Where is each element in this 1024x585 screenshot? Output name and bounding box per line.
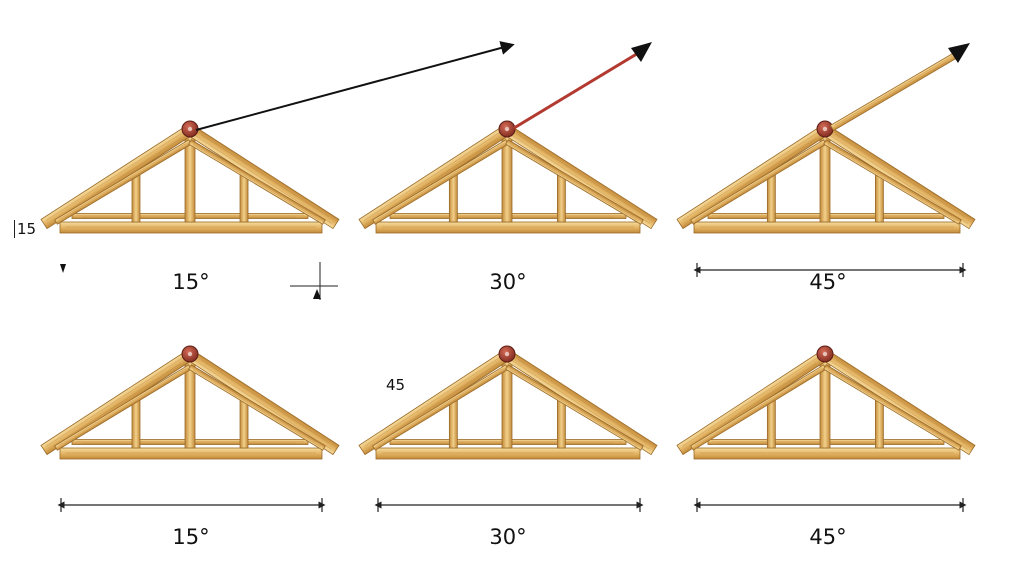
left-rafter	[358, 349, 511, 456]
king-post	[184, 135, 196, 223]
left-inner-rafter	[690, 364, 827, 451]
left-rafter	[40, 349, 194, 456]
angle-label-bottom-1: 15°	[172, 525, 210, 549]
arrow-icon	[195, 41, 515, 131]
small-triangle-marker	[313, 289, 321, 299]
right-inner-rafter	[505, 139, 644, 225]
king-post	[819, 135, 831, 223]
right-inner-rafter	[505, 364, 644, 451]
left-inner-rafter	[372, 364, 509, 451]
bottom-chord	[59, 447, 323, 460]
dimension-layer	[57, 262, 967, 512]
roof-truss	[40, 345, 340, 460]
ridge-bolt	[187, 351, 193, 357]
king-post	[501, 360, 513, 449]
wooden-arrow-icon	[829, 51, 959, 132]
roof-truss	[358, 120, 658, 234]
right-rafter	[186, 349, 340, 456]
ridge-bolt	[504, 351, 510, 357]
bottom-chord	[693, 221, 961, 234]
right-inner-rafter	[188, 364, 326, 451]
king-post	[501, 135, 513, 223]
left-edge-mark: 15	[14, 220, 36, 238]
bottom-chord	[693, 447, 961, 460]
angle-label-bottom-3: 45°	[809, 525, 847, 549]
dimension-line	[693, 263, 967, 277]
arrow-layer	[195, 41, 970, 132]
truss-layer	[40, 120, 976, 460]
dimension-line	[57, 498, 326, 512]
left-inner-rafter	[54, 139, 192, 225]
bottom-chord	[375, 221, 641, 234]
bottom-chord	[375, 447, 641, 460]
arrow-head	[631, 42, 652, 62]
angle-label-top-1: 15°	[172, 270, 210, 294]
roof-truss	[676, 120, 976, 234]
ridge-bolt	[504, 126, 510, 132]
roof-truss	[358, 345, 658, 460]
left-inner-rafter	[372, 139, 509, 225]
roof-truss	[676, 345, 976, 460]
ridge-bolt	[822, 351, 828, 357]
right-rafter	[821, 349, 976, 456]
left-inner-rafter	[54, 364, 192, 451]
arrow-icon	[513, 50, 641, 130]
king-post	[184, 360, 196, 449]
right-inner-rafter	[823, 139, 962, 225]
right-inner-rafter	[188, 139, 326, 225]
ridge-bolt	[187, 126, 193, 132]
angle-label-top-3: 45°	[809, 270, 847, 294]
left-inner-rafter	[690, 139, 827, 225]
small-triangle-marker	[60, 264, 66, 273]
ridge-bolt	[822, 126, 828, 132]
left-rafter	[676, 124, 829, 230]
angle-label-bottom-2: 30°	[489, 525, 527, 549]
floating-45-label: 45	[386, 376, 406, 394]
angle-label-top-2: 30°	[489, 270, 527, 294]
arrow-head	[948, 43, 970, 63]
roof-truss	[40, 120, 340, 234]
king-post	[819, 360, 831, 449]
dimension-line	[693, 498, 967, 512]
bottom-chord	[59, 221, 323, 234]
right-inner-rafter	[823, 364, 962, 451]
left-rafter	[676, 349, 829, 456]
right-rafter	[503, 349, 658, 456]
dimension-line	[374, 498, 644, 512]
